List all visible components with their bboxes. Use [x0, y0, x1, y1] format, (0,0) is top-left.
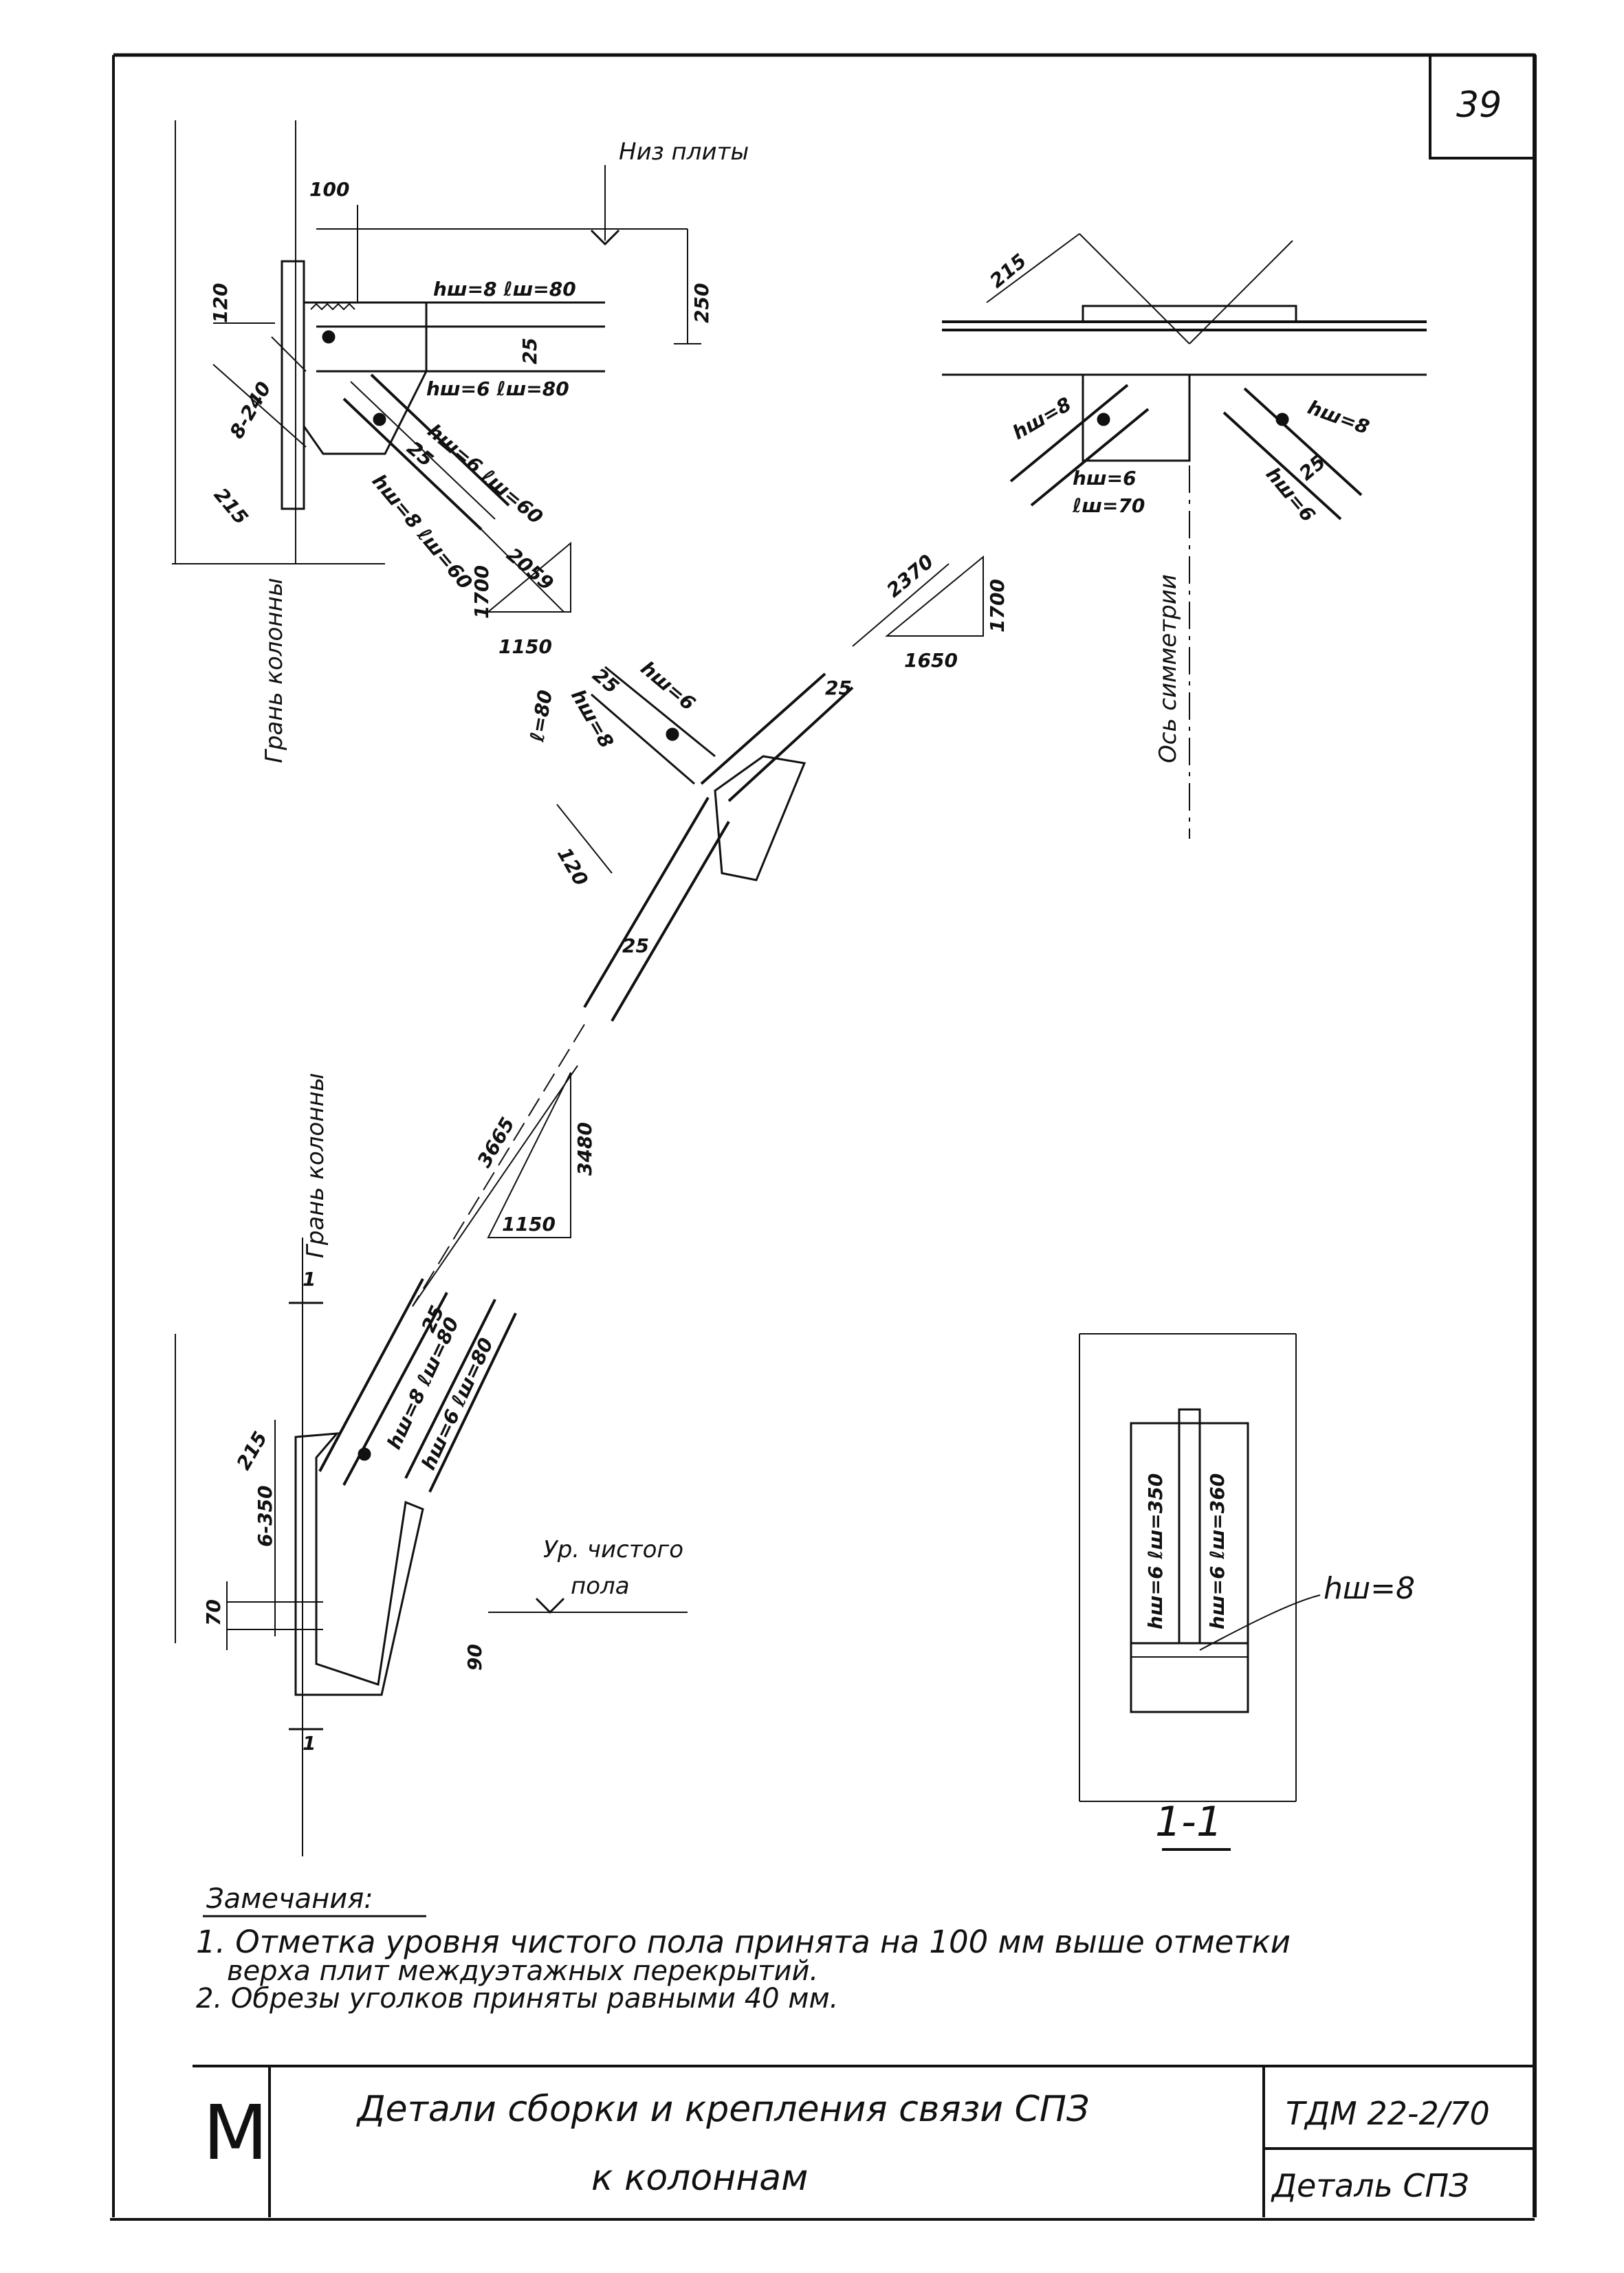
tri1-hyp: 2059 [503, 543, 558, 595]
sec-w3: hш=8 [1324, 1571, 1415, 1606]
dim-215a: 215 [210, 483, 253, 529]
detail-top-left [172, 120, 701, 613]
sheet-title-line2: к колоннам [591, 2157, 808, 2199]
dim-6-350: 6-350 [254, 1485, 276, 1547]
tri2-h: 1650 [904, 649, 958, 672]
label-floor-level-2: пола [571, 1572, 630, 1600]
tri2-hyp: 2370 [882, 550, 938, 602]
detail-middle [412, 555, 984, 1307]
note-line-3: 2. Обрезы уголков приняты равными 40 мм. [196, 1983, 838, 2014]
label-column-face-top: Грань колонны [261, 578, 288, 763]
sec-w2: hш=6 ℓш=360 [1206, 1473, 1229, 1629]
sheet-title-line1: Детали сборки и крепления связи СПЗ [356, 2089, 1089, 2130]
tri1-h: 1150 [498, 635, 552, 658]
note-line-1: 1. Отметка уровня чистого пола принята н… [196, 1924, 1291, 1960]
weld-r3: ℓш=70 [1072, 494, 1145, 517]
sheet-detail: Деталь СПЗ [1271, 2167, 1469, 2204]
tri1-v: 1700 [470, 565, 493, 619]
weld-r2: hш=6 [1073, 467, 1137, 490]
weld-top-4: hш=8 ℓш=60 [368, 470, 477, 593]
detail-top-right [942, 233, 1427, 839]
section-mark-bottom: 1 [303, 1732, 316, 1755]
weld-r4: hш=8 [1305, 396, 1372, 439]
dim-120b: 120 [553, 844, 593, 890]
sec-w1: hш=6 ℓш=350 [1144, 1473, 1167, 1629]
tri2-v: 1700 [986, 579, 1009, 633]
title-block [193, 2065, 1535, 2217]
dim-215c: 215 [232, 1427, 272, 1473]
dim-25f: 25 [622, 934, 649, 957]
dim-250: 250 [690, 283, 713, 323]
sheet-number: 39 [1456, 85, 1502, 126]
tri3-v: 3480 [573, 1122, 596, 1176]
dim-70: 70 [202, 1599, 225, 1626]
label-slab-bottom: Низ плиты [619, 138, 749, 166]
weld-top-3: hш=6 ℓш=60 [424, 419, 547, 529]
mid-w1: hш=6 [637, 657, 700, 715]
note-line-2: верха плит междуэтажных перекрытий. [227, 1955, 818, 1987]
mid-w3: ℓ=80 [525, 688, 557, 744]
stamp-letter: М [203, 2089, 268, 2177]
dim-100: 100 [309, 178, 349, 201]
dim-25d: 25 [589, 663, 624, 698]
section-mark-top: 1 [303, 1268, 316, 1291]
dim-25e: 25 [825, 677, 852, 699]
dim-90: 90 [463, 1644, 486, 1671]
detail-bottom-left [175, 1065, 688, 1856]
dim-25c: 25 [1295, 450, 1330, 485]
sheet-code: ТДМ 22-2/70 [1286, 2095, 1490, 2132]
label-section: 1-1 [1155, 1798, 1222, 1846]
notes-header: Замечания: [206, 1883, 373, 1915]
sheet-frame [110, 53, 1537, 2221]
tri3-hyp: 3665 [472, 1114, 519, 1172]
weld-top-2: hш=6 ℓш=80 [426, 377, 569, 400]
label-floor-level-1: Ур. чистого [543, 1536, 683, 1563]
dim-8-240: 8-240 [225, 377, 275, 442]
dim-25a: 25 [518, 338, 541, 364]
tri3-h: 1150 [502, 1213, 556, 1236]
label-symmetry-axis: Ось симметрии [1154, 574, 1182, 763]
section-1-1 [1079, 1333, 1321, 1851]
sheet-number-box [1429, 54, 1536, 160]
weld-top-1: hш=8 ℓш=80 [433, 278, 576, 300]
dim-120: 120 [209, 283, 232, 323]
label-column-face-bottom: Грань колонны [302, 1073, 329, 1258]
